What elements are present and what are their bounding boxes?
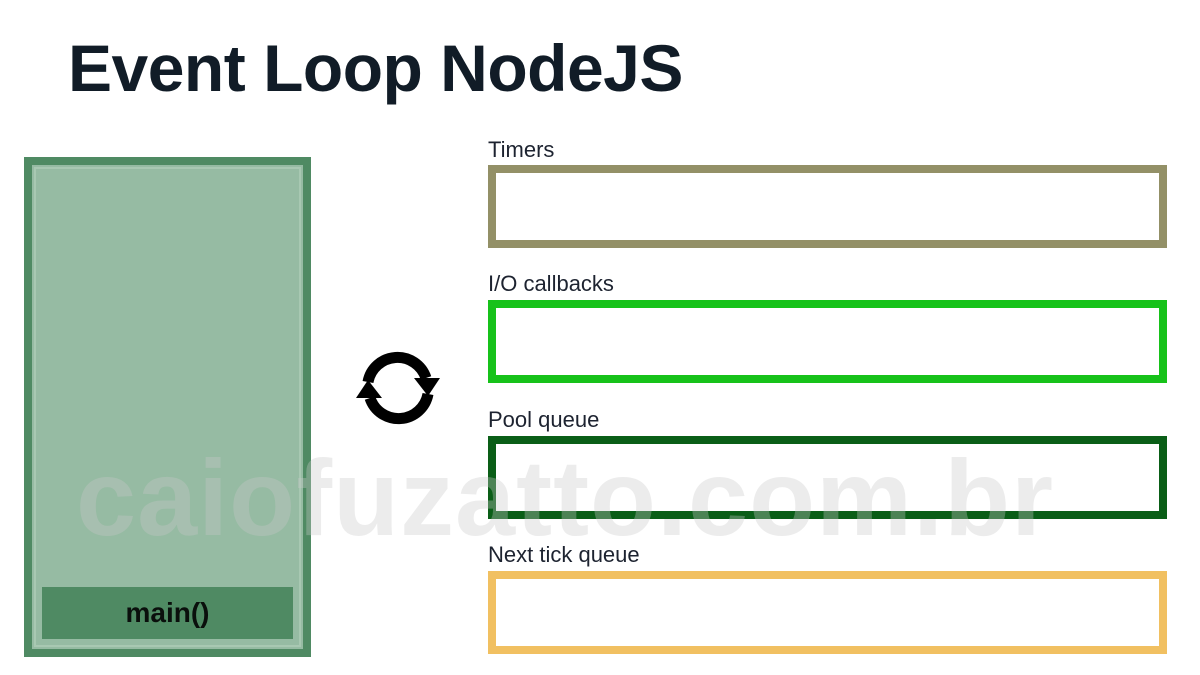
queue-label-pool-queue: Pool queue <box>488 407 600 432</box>
refresh-cycle-icon <box>356 351 440 425</box>
queue-label-io-callbacks: I/O callbacks <box>488 271 614 296</box>
queue-box-io-callbacks <box>488 300 1167 383</box>
queue-box-pool-queue <box>488 436 1167 519</box>
call-stack-inner-border <box>34 167 301 647</box>
queue-box-next-tick-queue <box>488 571 1167 654</box>
stack-frame-label: main() <box>125 597 210 628</box>
stack-frame-main: main() <box>42 587 293 639</box>
queue-label-next-tick-queue: Next tick queue <box>488 542 640 567</box>
call-stack: main() <box>24 157 311 657</box>
queue-box-timers <box>488 165 1167 248</box>
page-title: Event Loop NodeJS <box>68 31 683 105</box>
queue-label-timers: Timers <box>488 137 555 162</box>
